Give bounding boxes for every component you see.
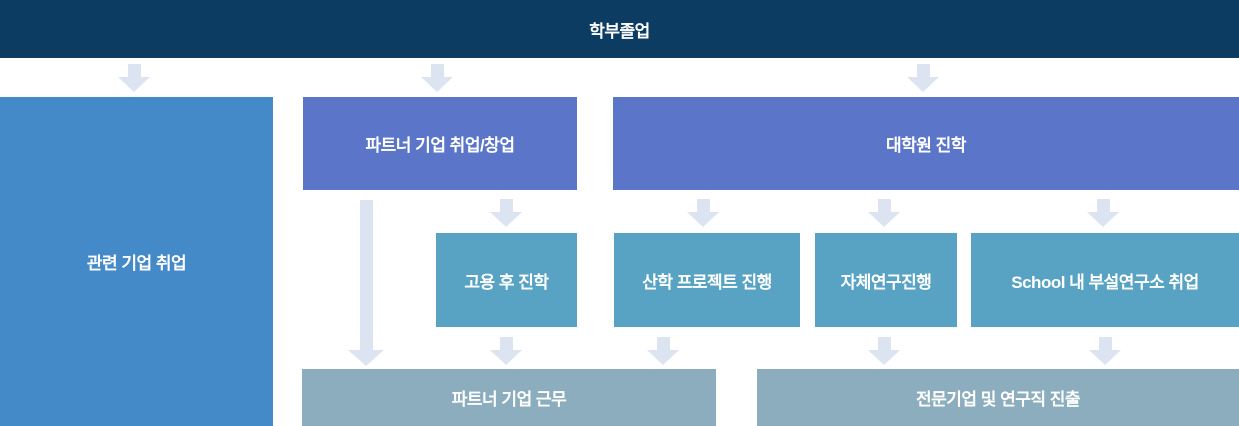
arrow-shaft xyxy=(656,337,670,350)
arrow-shaft xyxy=(696,199,710,212)
node-label: 관련 기업 취업 xyxy=(86,254,187,273)
down-arrow-to-related-company xyxy=(118,64,150,92)
node-label: 파트너 기업 근무 xyxy=(451,390,567,409)
node-label: 대학원 진학 xyxy=(886,136,966,155)
node-label: 자체연구진행 xyxy=(840,272,932,292)
down-arrow-institute-to-professional xyxy=(1089,337,1121,365)
node-partner-company-employment: 파트너 기업 취업/창업 xyxy=(303,97,577,190)
node-label: 파트너 기업 취업/창업 xyxy=(365,136,515,155)
down-arrow-to-industry-project xyxy=(687,199,719,227)
arrow-shaft xyxy=(1096,199,1110,212)
arrow-head-icon xyxy=(687,212,719,227)
arrow-head-icon xyxy=(1087,212,1119,227)
down-arrow-to-school-institute xyxy=(1087,199,1119,227)
long-down-arrow-partner-to-work xyxy=(348,200,384,366)
down-arrow-emp-to-partner-work xyxy=(490,337,522,365)
node-label: 전문기업 및 연구직 진출 xyxy=(915,390,1081,409)
arrow-head-icon xyxy=(348,350,384,366)
arrow-head-icon xyxy=(490,350,522,365)
arrow-shaft xyxy=(1098,337,1112,350)
arrow-shaft xyxy=(499,199,513,212)
arrow-shaft xyxy=(430,64,444,77)
node-label: 학부졸업 xyxy=(589,21,650,41)
down-arrow-to-study-after-employment xyxy=(490,199,522,227)
down-arrow-to-grad-school xyxy=(907,64,939,92)
arrow-shaft xyxy=(877,199,891,212)
arrow-head-icon xyxy=(490,212,522,227)
node-study-after-employment: 고용 후 진학 xyxy=(436,233,577,327)
arrow-head-icon xyxy=(647,350,679,365)
down-arrow-research-to-professional xyxy=(868,337,900,365)
node-undergraduate-graduation: 학부졸업 xyxy=(0,0,1239,58)
node-related-company-employment: 관련 기업 취업 xyxy=(0,97,273,426)
arrow-shaft xyxy=(127,64,141,77)
down-arrow-to-independent-research xyxy=(868,199,900,227)
arrow-shaft xyxy=(877,337,891,350)
node-industry-academic-project: 산학 프로젝트 진행 xyxy=(614,233,800,327)
arrow-head-icon xyxy=(868,212,900,227)
arrow-head-icon xyxy=(1089,350,1121,365)
arrow-shaft xyxy=(916,64,930,77)
arrow-head-icon xyxy=(118,77,150,92)
node-label: 고용 후 진학 xyxy=(464,272,549,292)
arrow-shaft xyxy=(359,200,373,350)
node-independent-research: 자체연구진행 xyxy=(815,233,957,327)
down-arrow-to-partner-company xyxy=(421,64,453,92)
node-label: 산학 프로젝트 진행 xyxy=(642,272,772,292)
arrow-head-icon xyxy=(421,77,453,92)
node-graduate-school: 대학원 진학 xyxy=(613,97,1239,190)
arrow-head-icon xyxy=(868,350,900,365)
node-school-research-institute: School 내 부설연구소 취업 xyxy=(971,233,1239,327)
arrow-head-icon xyxy=(907,77,939,92)
node-professional-research-career: 전문기업 및 연구직 진출 xyxy=(757,369,1239,426)
node-label: School 내 부설연구소 취업 xyxy=(1011,272,1199,292)
node-partner-company-work: 파트너 기업 근무 xyxy=(302,369,716,426)
down-arrow-project-to-partner-work xyxy=(647,337,679,365)
arrow-shaft xyxy=(499,337,513,350)
